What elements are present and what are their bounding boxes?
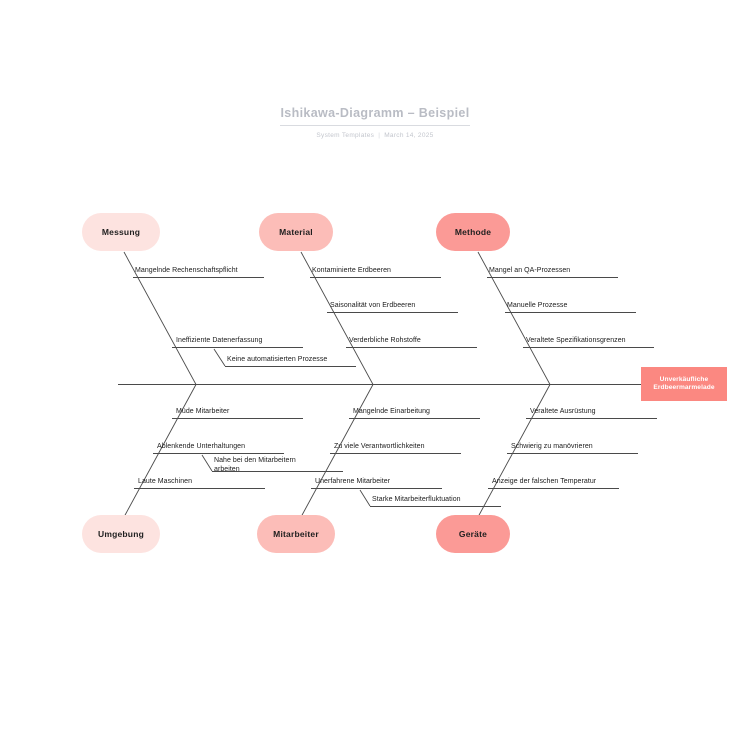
category-label-geraete: Geräte [458,529,488,539]
branch-line-messung [123,251,197,385]
category-box-geraete[interactable]: Geräte [436,515,510,553]
document-author: System Templates [316,132,375,139]
cause-label-mitarbeiter-1: Mangelnde Einarbeitung [353,408,430,415]
cause-label-geraete-3: Anzeige der falschen Temperatur [492,478,597,485]
cause-label-material-1: Kontaminierte Erdbeeren [312,267,391,274]
cause-label-umgebung-2: Ablenkende Unterhaltungen [157,443,246,450]
category-label-material: Material [279,227,313,237]
cause-label-methode-3: Veraltete Spezifikationsgrenzen [526,337,626,344]
branch-line-umgebung [123,384,197,518]
cause-label-mitarbeiter-3: Unerfahrene Mitarbeiter [315,478,391,485]
cause-label-messung-1: Mangelnde Rechenschaftspflicht [135,267,238,274]
effect-label: Unverkäufliche Erdbeermarmelade [653,375,715,391]
sub-line-umgebung-3 [201,454,213,472]
effect-box[interactable]: Unverkäufliche Erdbeermarmelade [641,367,727,401]
meta-separator: | [378,132,381,139]
cause-label-umgebung-1: Müde Mitarbeiter [176,408,230,415]
cause-label-material-2: Saisonalität von Erdbeeren [330,302,416,309]
branch-line-material [300,251,374,385]
cause-label-geraete-1: Veraltete Ausrüstung [530,408,596,415]
category-box-messung[interactable]: Messung [82,213,160,251]
document-date: March 14, 2025 [384,132,434,139]
cause-label-messung-3: Keine automatisierten Prozesse [227,356,328,363]
document-meta: System Templates|March 14, 2025 [0,131,750,140]
cause-label-umgebung-4: Laute Maschinen [138,478,193,485]
cause-label-geraete-2: Schwierig zu manövrieren [511,443,593,450]
document-header: Ishikawa-Diagramm – Beispiel System Temp… [0,104,750,140]
cause-label-mitarbeiter-2: Zu viele Verantwortlichkeiten [334,443,425,450]
category-box-methode[interactable]: Methode [436,213,510,251]
page-title: Ishikawa-Diagramm – Beispiel [280,106,470,126]
sub-line-messung-3 [213,348,226,367]
branch-line-methode [477,251,551,385]
cause-label-material-3: Verderbliche Rohstoffe [349,337,421,344]
category-label-umgebung: Umgebung [98,529,144,539]
cause-label-mitarbeiter-4: Starke Mitarbeiterfluktuation [372,496,461,503]
branch-line-mitarbeiter [300,384,374,518]
sub-line-mitarbeiter-4 [359,489,371,507]
cause-label-methode-1: Mangel an QA-Prozessen [489,267,571,274]
category-label-messung: Messung [101,227,141,237]
category-box-mitarbeiter[interactable]: Mitarbeiter [257,515,335,553]
category-box-material[interactable]: Material [259,213,333,251]
category-label-mitarbeiter: Mitarbeiter [273,529,319,539]
category-box-umgebung[interactable]: Umgebung [82,515,160,553]
cause-label-methode-2: Manuelle Prozesse [507,302,568,309]
cause-label-umgebung-3: Nahe bei den Mitarbeitern arbeiten [214,457,296,473]
branch-line-geraete [477,384,551,518]
category-label-methode: Methode [454,227,492,237]
cause-label-messung-2: Ineffiziente Datenerfassung [176,337,263,344]
